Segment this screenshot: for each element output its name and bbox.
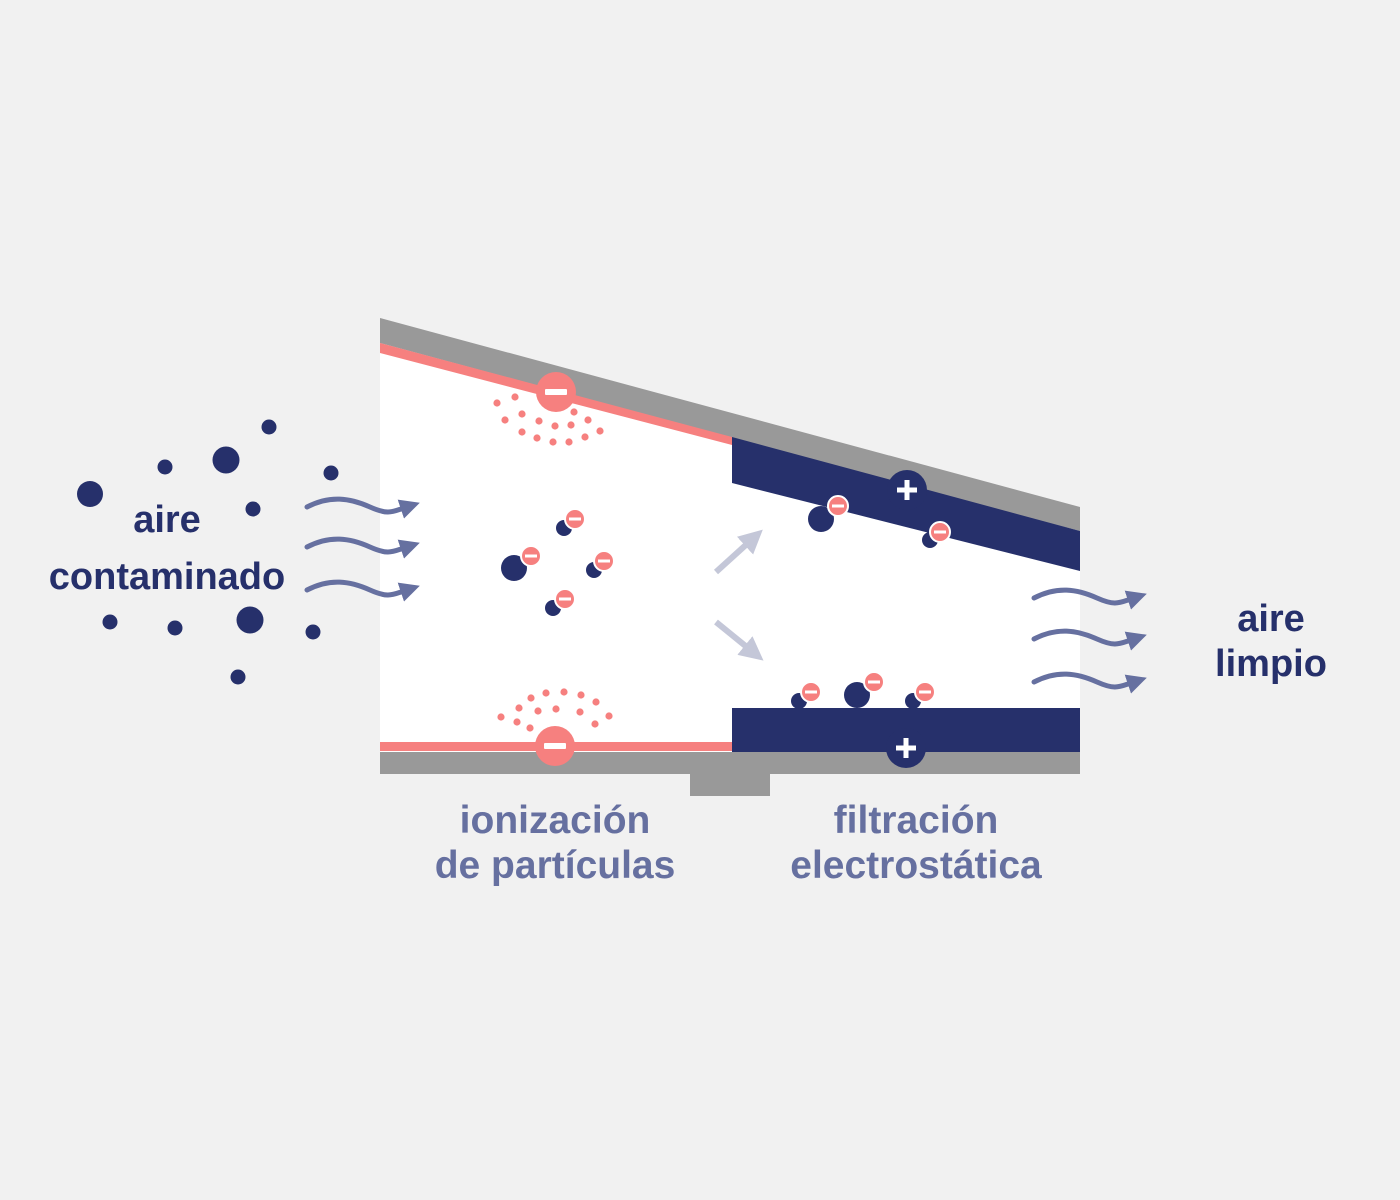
captured-particle <box>844 671 885 708</box>
diagonal-arrow-icon <box>713 529 763 575</box>
ionization-section <box>380 343 732 766</box>
diagonal-arrow-icon <box>714 619 764 661</box>
captured-particle <box>791 681 822 709</box>
wavy-arrow-icon <box>1031 587 1147 610</box>
input-label-line1: aire <box>133 499 201 541</box>
output-label-line1: aire <box>1237 598 1305 640</box>
output-label-line2: limpio <box>1215 643 1327 685</box>
captured-particle <box>922 521 951 548</box>
wavy-arrow-icon <box>304 579 420 602</box>
dot-icon <box>102 614 118 630</box>
dot-icon <box>236 606 264 634</box>
captured-particle <box>905 681 936 709</box>
ion-cloud-top <box>493 393 604 446</box>
input-label-line2: contaminado <box>49 556 285 598</box>
stage1-label-line2: de partículas <box>435 844 676 887</box>
stage1-label: ionización de partículas <box>435 799 676 887</box>
filtration-section <box>732 437 1080 768</box>
dot-icon <box>245 501 261 517</box>
dot-icon <box>261 419 277 435</box>
positive-electrode-bottom <box>886 728 926 768</box>
input-label: aire contaminado <box>49 499 285 598</box>
dot-icon <box>77 481 103 507</box>
dot-icon <box>323 465 339 481</box>
outflow-arrows <box>1031 587 1147 694</box>
ionized-particle <box>545 588 576 616</box>
ion-cloud-bottom <box>497 688 613 732</box>
captured-particles <box>791 495 951 709</box>
dot-icon <box>305 624 321 640</box>
negative-electrode-top <box>536 372 576 412</box>
polluted-air-particles <box>77 419 339 685</box>
stage2-label-line2: electrostática <box>790 844 1042 887</box>
ionized-particle <box>556 508 586 536</box>
stage1-label-line1: ionización <box>460 799 651 842</box>
output-label: aire limpio <box>1215 598 1327 685</box>
dot-icon <box>212 446 240 474</box>
purifier-chamber <box>380 350 1080 752</box>
stage2-label-line1: filtración <box>834 799 999 842</box>
inflow-arrows <box>304 496 420 602</box>
wavy-arrow-icon <box>1031 671 1147 694</box>
wavy-arrow-icon <box>304 536 420 559</box>
dot-icon <box>230 669 246 685</box>
ionized-particle <box>501 545 542 581</box>
dot-icon <box>157 459 173 475</box>
ionized-particles <box>501 508 615 616</box>
housing-base-mount <box>690 770 770 796</box>
negative-electrode-bottom <box>535 726 575 766</box>
dot-icon <box>167 620 183 636</box>
captured-particle <box>808 495 849 532</box>
ionized-particle <box>586 550 615 578</box>
stage2-label: filtración electrostática <box>790 799 1042 887</box>
deflection-arrows <box>713 529 764 661</box>
wavy-arrow-icon <box>1031 628 1147 651</box>
wavy-arrow-icon <box>304 496 420 519</box>
positive-electrode-top <box>887 470 927 510</box>
